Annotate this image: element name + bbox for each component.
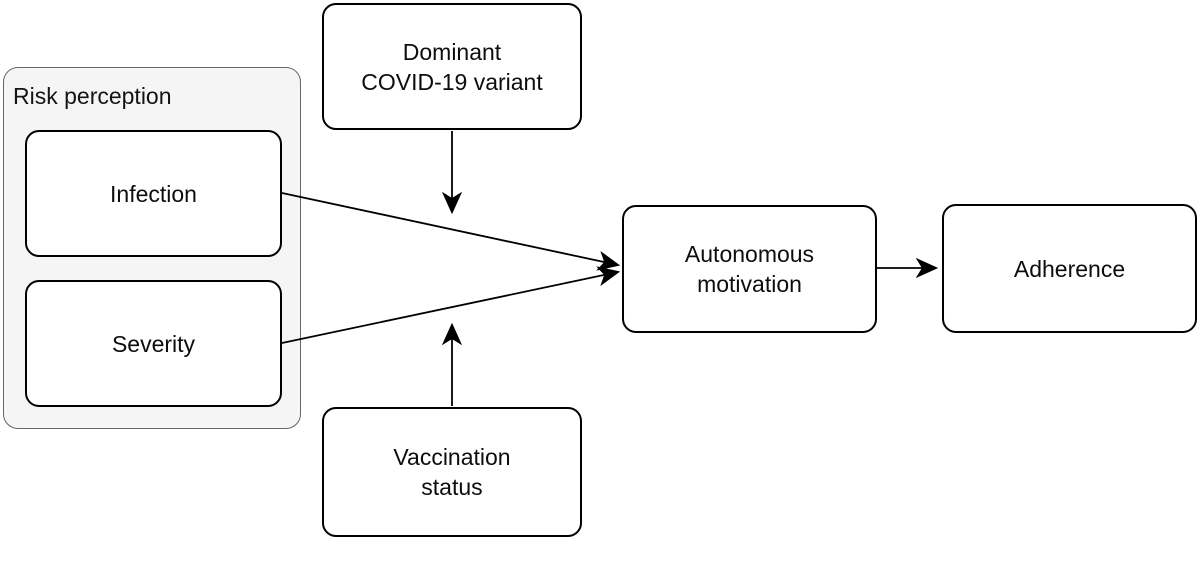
risk-perception-group-label: Risk perception [13,83,172,109]
node-adherence: Adherence [942,204,1197,333]
node-autonomous-motivation: Autonomous motivation [622,205,877,333]
node-infection: Infection [25,130,282,257]
arrow-severity-to-motivation [281,272,618,344]
node-severity: Severity [25,280,282,407]
node-dominant-covid19-variant: Dominant COVID-19 variant [322,3,582,130]
arrow-infection-to-motivation [281,192,618,265]
node-vaccination-status: Vaccination status [322,407,582,537]
